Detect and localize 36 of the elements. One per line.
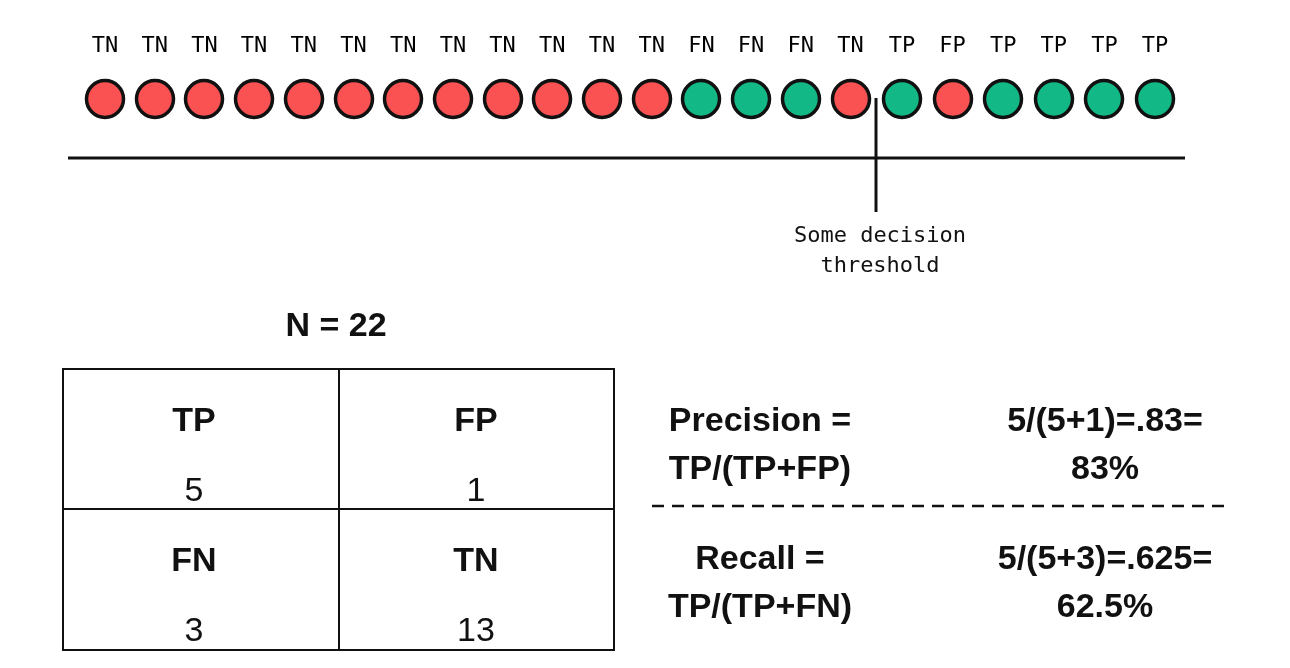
sample-count: N = 22 xyxy=(284,304,388,345)
cell-value: 3 xyxy=(183,609,205,650)
class-label: TN xyxy=(836,32,865,57)
class-label: TN xyxy=(438,32,468,57)
class-label: TN xyxy=(190,32,219,57)
class-label: FP xyxy=(938,32,967,57)
threshold-annotation: Some decision threshold xyxy=(792,221,968,279)
class-label: TN xyxy=(637,32,666,57)
class-label: TP xyxy=(887,32,917,57)
cell-heading: FN xyxy=(170,539,218,580)
recall-value: 5/(5+3)=.625= 62.5% xyxy=(996,537,1214,626)
class-label: FN xyxy=(687,32,716,57)
class-label: TN xyxy=(388,32,418,57)
class-label: TP xyxy=(1039,32,1069,57)
precision-value: 5/(5+1)=.83= 83% xyxy=(1006,399,1204,488)
class-label: TN xyxy=(239,32,269,57)
class-label: FN xyxy=(736,32,766,57)
precision-formula: Precision = TP/(TP+FP) xyxy=(667,399,853,488)
recall-formula: Recall = TP/(TP+FN) xyxy=(666,537,854,626)
class-label: TN xyxy=(488,32,517,57)
cell-heading: TN xyxy=(452,539,500,580)
cell-heading: TP xyxy=(171,399,217,440)
class-label: TP xyxy=(988,32,1018,57)
class-label: TP xyxy=(1140,32,1170,57)
class-label: TN xyxy=(538,32,567,57)
class-label: TP xyxy=(1090,32,1119,57)
cell-heading: FP xyxy=(453,399,499,440)
class-label: TN xyxy=(140,32,169,57)
cell-value: 1 xyxy=(465,469,487,510)
class-label: TN xyxy=(339,32,368,57)
class-label: TN xyxy=(289,32,319,57)
class-label: FN xyxy=(786,32,816,57)
class-label: TN xyxy=(90,32,120,57)
cell-value: 5 xyxy=(183,469,205,510)
cell-value: 13 xyxy=(456,609,496,650)
class-label: TN xyxy=(587,32,617,57)
